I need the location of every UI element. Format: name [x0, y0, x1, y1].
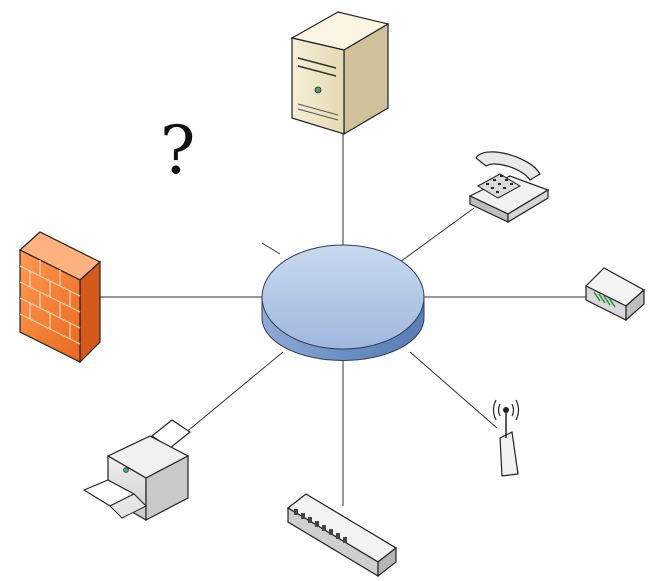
connection-lines	[100, 128, 588, 506]
link-printer	[183, 351, 284, 435]
wireless-antenna-icon	[492, 399, 520, 477]
link-stub	[261, 242, 281, 255]
server-tower-icon	[290, 11, 390, 136]
network-switch-icon	[286, 493, 398, 578]
link-telephone	[399, 207, 475, 263]
router-hub-icon	[261, 244, 425, 362]
link-wireless	[409, 351, 498, 429]
question-mark-annotation: ?	[160, 112, 196, 189]
firewall-brick-icon	[18, 231, 102, 364]
printer-icon	[82, 419, 192, 522]
modem-icon	[584, 267, 646, 322]
telephone-icon	[468, 151, 550, 224]
